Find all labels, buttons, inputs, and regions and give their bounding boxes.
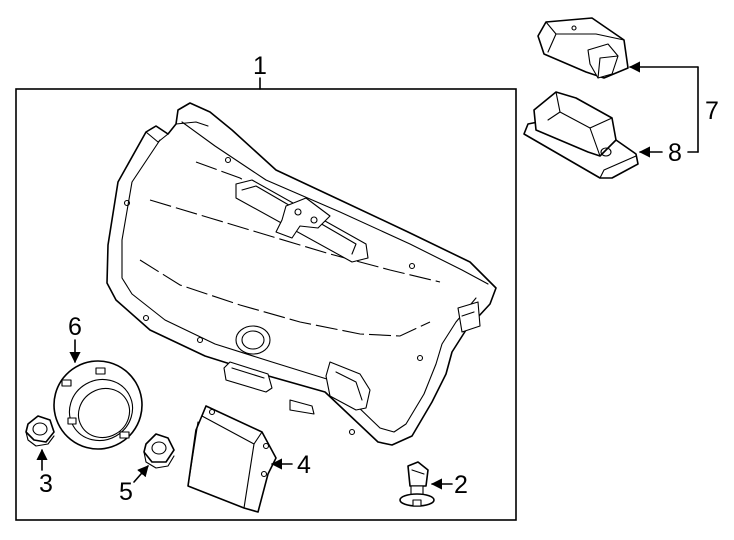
license-lamp-lens[interactable] xyxy=(537,17,629,79)
callout-6: 6 xyxy=(68,313,82,341)
flange-nut-3[interactable] xyxy=(25,415,55,447)
callout-7: 7 xyxy=(705,97,719,125)
leader-5 xyxy=(133,465,149,483)
speaker-grille-ring[interactable] xyxy=(38,345,158,465)
flange-nut-5[interactable] xyxy=(143,433,175,469)
assembly-frame xyxy=(15,88,517,521)
trunk-lid-trim-panel[interactable] xyxy=(106,102,497,446)
callout-4: 4 xyxy=(297,451,311,479)
push-clip-2[interactable] xyxy=(399,461,435,507)
license-lamp-housing[interactable] xyxy=(523,91,639,179)
callout-2: 2 xyxy=(454,471,468,499)
callout-3: 3 xyxy=(39,470,53,498)
callout-5: 5 xyxy=(119,478,133,506)
lock-cover-bracket[interactable] xyxy=(187,405,277,513)
callout-1: 1 xyxy=(253,52,267,80)
callout-8: 8 xyxy=(668,139,682,167)
